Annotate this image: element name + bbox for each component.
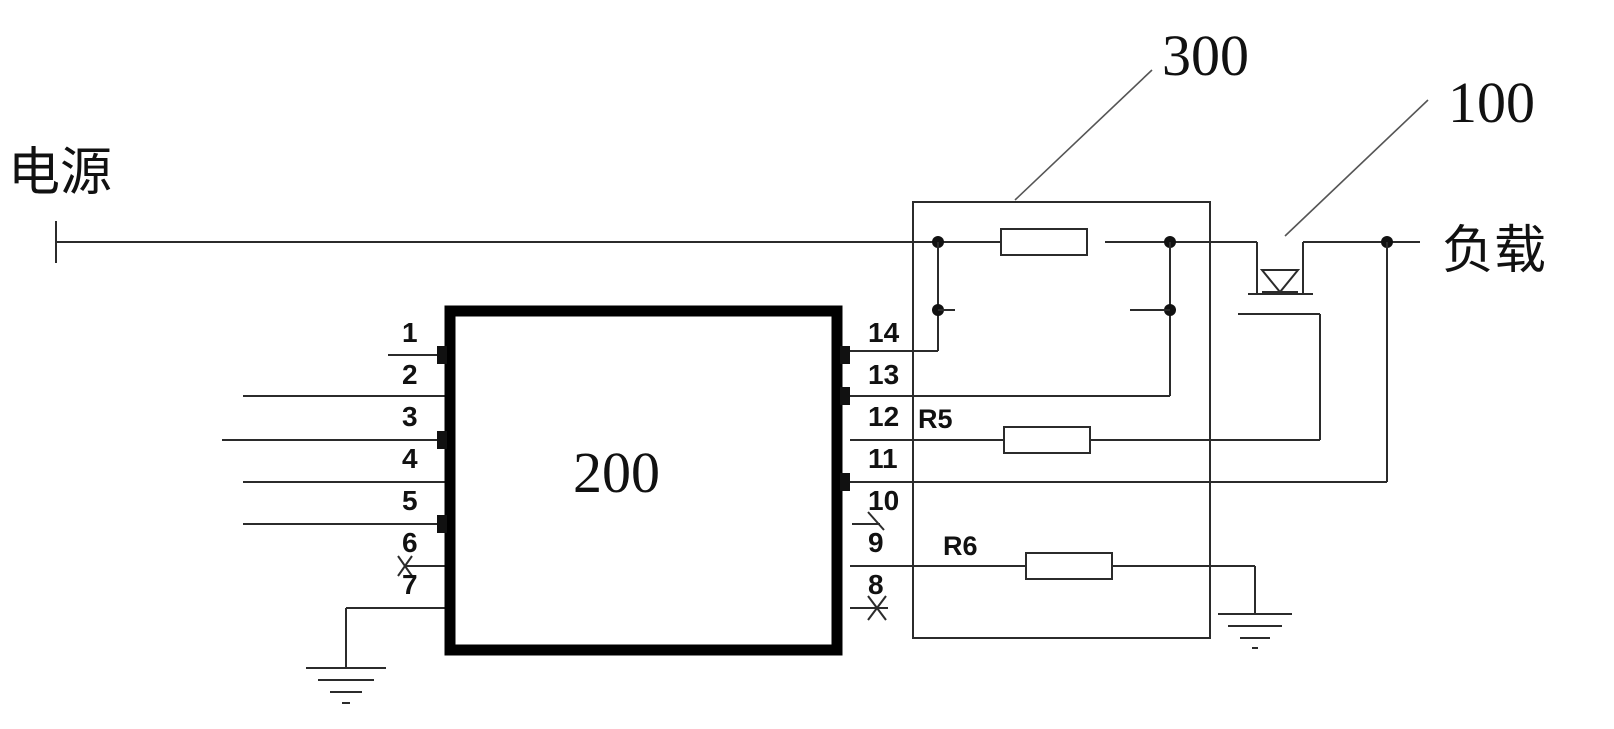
pin-number-left: 4: [402, 443, 418, 474]
chip-200-label: 200: [573, 440, 660, 505]
load-label: 负载: [1442, 221, 1546, 281]
ground-icon: [306, 667, 386, 704]
module-300-box: [912, 201, 1211, 639]
nc-mark-right: [867, 595, 887, 621]
power-label: 电源: [8, 143, 112, 203]
nc-mark-left: [397, 555, 413, 577]
pin-number-right: 13: [868, 359, 899, 390]
pin-mark: [840, 346, 850, 364]
mosfet-diode-icon: [1259, 269, 1301, 294]
pin-mark: [437, 431, 447, 449]
chip-200: [444, 305, 843, 656]
pin-number-left: 3: [402, 401, 418, 432]
pin-mark: [840, 473, 850, 491]
pin-number-left: 7: [402, 569, 418, 600]
switch-100-leader: [1284, 99, 1429, 237]
r5-label: R5: [918, 404, 953, 434]
nc-mark-right: [867, 511, 885, 531]
pin-number-right: 9: [868, 527, 884, 558]
switch-100-label: 100: [1448, 70, 1535, 135]
pin-number-right: 11: [868, 443, 898, 474]
shunt-resistor: [1000, 228, 1088, 256]
r6-label: R6: [943, 531, 978, 561]
pin-number-right: 8: [868, 569, 884, 600]
module-300-leader: [1014, 69, 1153, 201]
pin-number-right: 14: [868, 317, 900, 348]
pin-number-left: 5: [402, 485, 418, 516]
pin-number-left: 1: [402, 317, 418, 348]
pin-mark: [437, 515, 447, 533]
pin-number-right: 12: [868, 401, 899, 432]
pin-mark: [437, 346, 447, 364]
module-300-label: 300: [1162, 23, 1249, 88]
resistor-r5: [1003, 426, 1091, 454]
resistor-r6: [1025, 552, 1113, 580]
pin-number-left: 2: [402, 359, 418, 390]
pin-number-right: 10: [868, 485, 899, 516]
pin-number-left: 6: [402, 527, 418, 558]
pin-mark: [840, 387, 850, 405]
ground-icon: [1218, 613, 1292, 649]
